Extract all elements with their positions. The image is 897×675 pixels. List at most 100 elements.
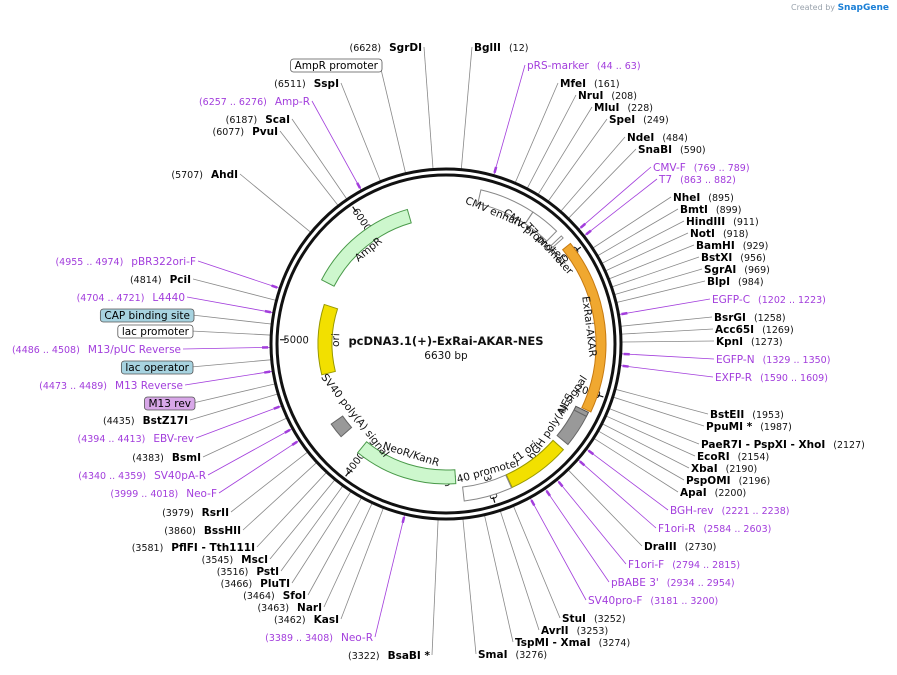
primer-label[interactable]: EGFP-N(1329 .. 1350) bbox=[716, 354, 830, 366]
label-position: (2154) bbox=[738, 452, 770, 463]
label-name: PluTI bbox=[260, 578, 290, 590]
label-position: (911) bbox=[733, 217, 759, 228]
primer-label[interactable]: L4440(4704 .. 4721) bbox=[77, 292, 185, 304]
restriction-site-label[interactable]: BstXI(956) bbox=[701, 252, 766, 264]
restriction-site-label[interactable]: PstI(3516) bbox=[217, 566, 279, 578]
feature-bgh-poly-a-signal[interactable] bbox=[556, 409, 588, 446]
primer-label[interactable]: pBABE 3'(2934 .. 2954) bbox=[611, 577, 735, 589]
restriction-site-label[interactable]: KasI(3462) bbox=[274, 614, 339, 626]
restriction-site-label[interactable]: PluTI(3466) bbox=[221, 578, 290, 590]
leader-line bbox=[513, 506, 561, 619]
restriction-site-label[interactable]: BsmI(4383) bbox=[132, 452, 201, 464]
primer-label[interactable]: F1ori-F(2794 .. 2815) bbox=[628, 559, 740, 571]
restriction-site-label[interactable]: BglII(12) bbox=[474, 42, 528, 54]
restriction-site-label[interactable]: RsrII(3979) bbox=[162, 507, 229, 519]
feature-ampr[interactable] bbox=[320, 208, 412, 287]
restriction-site-label[interactable]: BssHII(3860) bbox=[164, 525, 241, 537]
primer-label[interactable]: EXFP-R(1590 .. 1609) bbox=[715, 372, 828, 384]
label-position: (863 .. 882) bbox=[680, 175, 736, 186]
restriction-site-label[interactable]: MscI(3545) bbox=[202, 554, 268, 566]
label-position: (5707) bbox=[171, 170, 203, 181]
restriction-site-label[interactable]: XbaI(2190) bbox=[691, 463, 757, 475]
primer-label[interactable]: Neo-F(3999 .. 4018) bbox=[110, 488, 217, 500]
feature-sv40-poly-a-signal[interactable] bbox=[330, 415, 353, 438]
restriction-site-label[interactable]: HindIII(911) bbox=[686, 216, 759, 228]
feature-t7-promoter[interactable] bbox=[550, 235, 564, 249]
restriction-site-label[interactable]: EcoRI(2154) bbox=[697, 451, 769, 463]
label-position: (918) bbox=[723, 229, 749, 240]
restriction-site-label[interactable]: SgrDI(6628) bbox=[350, 42, 422, 54]
restriction-site-label[interactable]: PaeR7I - PspXI - XhoI(2127) bbox=[701, 439, 865, 451]
restriction-site-label[interactable]: AhdI(5707) bbox=[171, 169, 238, 181]
restriction-site-label[interactable]: SpeI(249) bbox=[609, 114, 669, 126]
leader-line bbox=[619, 298, 711, 315]
label-position: (1329 .. 1350) bbox=[763, 355, 831, 366]
restriction-site-label[interactable]: BamHI(929) bbox=[696, 240, 768, 252]
restriction-site-label[interactable]: AmpR promoter bbox=[290, 58, 383, 73]
restriction-site-label[interactable]: MfeI(161) bbox=[560, 78, 620, 90]
restriction-site-label[interactable]: KpnI(1273) bbox=[716, 336, 783, 348]
feature-neor-kanr[interactable] bbox=[357, 441, 457, 485]
primer-label[interactable]: SV40pA-R(4340 .. 4359) bbox=[78, 470, 206, 482]
feature-f1-ori[interactable] bbox=[505, 439, 565, 489]
restriction-site-label[interactable]: ApaI(2200) bbox=[680, 487, 746, 499]
restriction-site-label[interactable]: BlpI(984) bbox=[707, 276, 764, 288]
restriction-site-label[interactable]: StuI(3252) bbox=[562, 613, 626, 625]
primer-label[interactable]: pRS-marker(44 .. 63) bbox=[527, 60, 641, 72]
restriction-site-label[interactable]: PspOMI(2196) bbox=[686, 475, 770, 487]
restriction-site-label[interactable]: BsaBI *(3322) bbox=[348, 650, 430, 662]
leader-line bbox=[609, 244, 695, 280]
primer-label[interactable]: Neo-R(3389 .. 3408) bbox=[265, 632, 373, 644]
restriction-site-label[interactable]: BstEII(1953) bbox=[710, 409, 784, 421]
primer-label[interactable]: pBR322ori-F(4955 .. 4974) bbox=[55, 256, 196, 268]
restriction-site-label[interactable]: Acc65I(1269) bbox=[715, 324, 794, 336]
restriction-site-label[interactable]: SnaBI(590) bbox=[638, 144, 706, 156]
restriction-site-label[interactable]: NdeI(484) bbox=[627, 132, 688, 144]
primer-label[interactable]: Amp-R(6257 .. 6276) bbox=[199, 96, 310, 108]
restriction-site-label[interactable]: lac promoter bbox=[117, 324, 194, 339]
label-position: (228) bbox=[627, 103, 653, 114]
restriction-site-label[interactable]: DraIII(2730) bbox=[644, 541, 716, 553]
restriction-site-label[interactable]: NotI(918) bbox=[690, 228, 748, 240]
feature-cmv-promoter[interactable] bbox=[524, 211, 558, 242]
restriction-site-label[interactable]: PciI(4814) bbox=[130, 274, 191, 286]
restriction-site-label[interactable]: M13 rev bbox=[144, 396, 196, 411]
restriction-site-label[interactable]: CAP binding site bbox=[99, 308, 195, 323]
restriction-site-label[interactable]: NarI(3463) bbox=[257, 602, 322, 614]
leader-line bbox=[609, 408, 700, 445]
restriction-site-label[interactable]: SspI(6511) bbox=[274, 78, 339, 90]
feature-exrai-akar[interactable] bbox=[561, 242, 607, 413]
primer-label[interactable]: CMV-F(769 .. 789) bbox=[653, 162, 750, 174]
restriction-site-label[interactable]: SgrAI(969) bbox=[704, 264, 770, 276]
restriction-site-label[interactable]: TspMI - XmaI(3274) bbox=[515, 637, 630, 649]
restriction-site-label[interactable]: BstZ17I(4435) bbox=[103, 415, 188, 427]
restriction-site-label[interactable]: BsrGI(1258) bbox=[714, 312, 786, 324]
primer-label[interactable]: M13 Reverse(4473 .. 4489) bbox=[39, 380, 183, 392]
feature-ori[interactable] bbox=[317, 303, 339, 376]
label-name: M13 Reverse bbox=[115, 380, 183, 392]
primer-label[interactable]: F1ori-R(2584 .. 2603) bbox=[658, 523, 771, 535]
primer-label[interactable]: T7(863 .. 882) bbox=[658, 174, 736, 186]
restriction-site-label[interactable]: ScaI(6187) bbox=[226, 114, 290, 126]
restriction-site-label[interactable]: PflFI - Tth111I(3581) bbox=[132, 542, 255, 554]
label-position: (4435) bbox=[103, 416, 135, 427]
label-name: PciI bbox=[170, 274, 191, 286]
primer-label[interactable]: EBV-rev(4394 .. 4413) bbox=[78, 433, 195, 445]
primer-label[interactable]: M13/pUC Reverse(4486 .. 4508) bbox=[12, 344, 181, 356]
label-box bbox=[120, 360, 194, 375]
feature-sv40-promoter[interactable] bbox=[462, 474, 513, 502]
primer-label[interactable]: SV40pro-F(3181 .. 3200) bbox=[588, 595, 718, 607]
restriction-site-label[interactable]: BmtI(899) bbox=[680, 204, 741, 216]
primer-label[interactable]: BGH-rev(2221 .. 2238) bbox=[670, 505, 789, 517]
restriction-site-label[interactable]: PpuMI *(1987) bbox=[706, 421, 792, 433]
restriction-site-label[interactable]: SmaI(3276) bbox=[478, 649, 547, 661]
restriction-site-label[interactable]: SfoI(3464) bbox=[243, 590, 306, 602]
leader-line bbox=[340, 82, 381, 181]
restriction-site-label[interactable]: AvrII(3253) bbox=[541, 625, 608, 637]
restriction-site-label[interactable]: lac operator bbox=[120, 360, 194, 375]
restriction-site-label[interactable]: PvuI(6077) bbox=[212, 126, 278, 138]
restriction-site-label[interactable]: NruI(208) bbox=[578, 90, 637, 102]
restriction-site-label[interactable]: NheI(895) bbox=[673, 192, 734, 204]
primer-label[interactable]: EGFP-C(1202 .. 1223) bbox=[712, 294, 826, 306]
restriction-site-label[interactable]: MluI(228) bbox=[594, 102, 653, 114]
